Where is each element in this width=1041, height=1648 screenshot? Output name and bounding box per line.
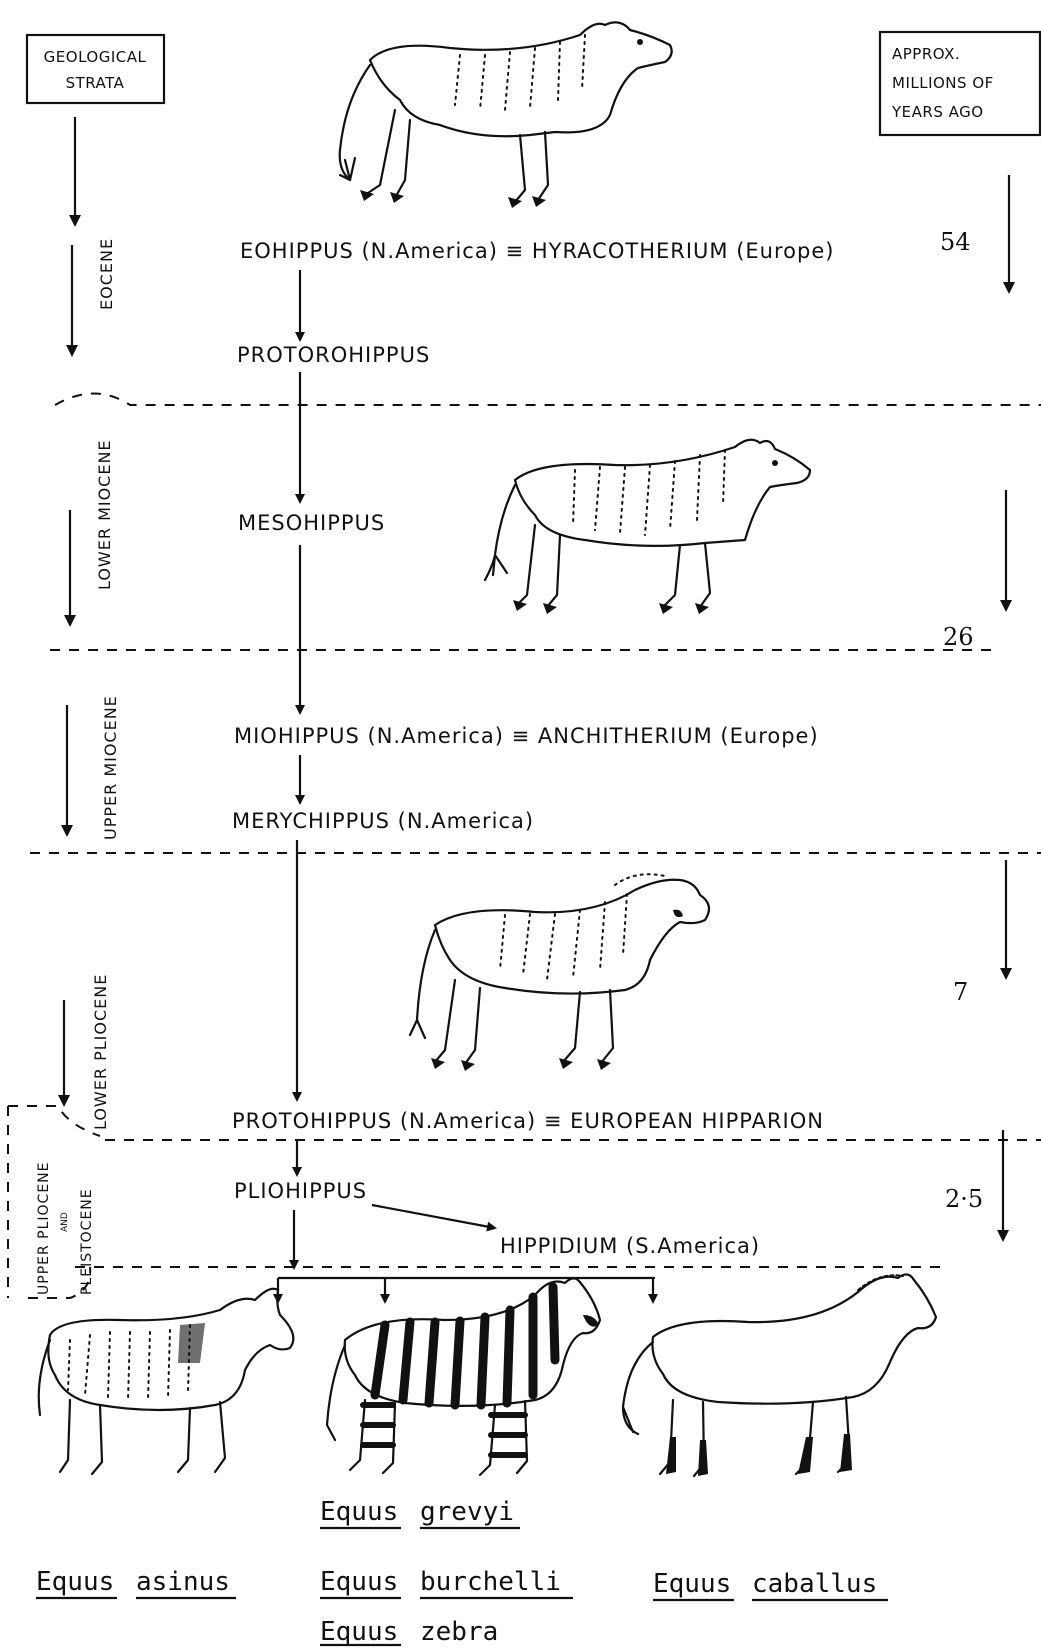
age-2-5: 2·5 <box>945 1185 983 1213</box>
zebra-genus: Equus <box>320 1617 398 1647</box>
age-7: 7 <box>953 978 968 1006</box>
species-labels: Equus asinus Equus grevyi Equus burchell… <box>36 1497 888 1647</box>
species-equus-grevyi: Equus grevyi <box>320 1497 520 1528</box>
species-equus-asinus: Equus asinus <box>36 1567 236 1598</box>
strata-title-line1: GEOLOGICAL <box>44 48 147 66</box>
taxon-protohippus: PROTOHIPPUS (N.America) ≡ EUROPEAN HIPPA… <box>232 1109 824 1133</box>
strata-boundaries <box>8 394 1041 1299</box>
zebra-species: zebra <box>420 1617 498 1647</box>
strata-title-line2: STRATA <box>66 74 125 92</box>
burchelli-genus: Equus <box>320 1567 398 1597</box>
species-equus-caballus: Equus caballus <box>653 1569 888 1600</box>
boundary-eocene-miocene <box>55 394 1041 406</box>
caballus-species: caballus <box>752 1569 877 1599</box>
strata-column: EOCENE LOWER MIOCENE UPPER MIOCENE LOWER… <box>36 117 120 1295</box>
zebra-drawing-icon <box>327 1278 600 1475</box>
years-title-line1: APPROX. <box>892 45 960 63</box>
asinus-genus: Equus <box>36 1567 114 1597</box>
taxon-protorohippus: PROTOROHIPPUS <box>237 343 430 367</box>
grevyi-genus: Equus <box>320 1497 398 1527</box>
label-upper-miocene: UPPER MIOCENE <box>101 695 120 840</box>
strata-header-box: GEOLOGICAL STRATA <box>27 35 164 103</box>
years-header-box: APPROX. MILLIONS OF YEARS AGO <box>880 32 1040 135</box>
taxon-miohippus: MIOHIPPUS (N.America) ≡ ANCHITHERIUM (Eu… <box>234 724 819 748</box>
label-upper-pliocene-line1: UPPER PLIOCENE <box>36 1162 52 1296</box>
years-title-line2: MILLIONS OF <box>892 74 994 92</box>
boundary-upper-pliocene-top <box>8 1106 100 1136</box>
taxon-pliohippus: PLIOHIPPUS <box>234 1179 367 1203</box>
taxon-merychippus: MERYCHIPPUS (N.America) <box>232 809 534 833</box>
horse-drawing-icon <box>623 1274 936 1476</box>
taxa-labels: EOHIPPUS (N.America) ≡ HYRACOTHERIUM (Eu… <box>232 239 834 1258</box>
age-54: 54 <box>940 228 971 256</box>
taxon-eohippus: EOHIPPUS (N.America) ≡ HYRACOTHERIUM (Eu… <box>240 239 834 263</box>
label-upper-pliocene-and: AND <box>60 1212 70 1232</box>
species-equus-burchelli: Equus burchelli <box>320 1567 573 1598</box>
asinus-species: asinus <box>136 1567 230 1597</box>
merychippus-drawing-icon <box>410 874 709 1071</box>
label-lower-pliocene: LOWER PLIOCENE <box>91 974 110 1130</box>
label-lower-miocene: LOWER MIOCENE <box>95 439 114 590</box>
species-equus-zebra: Equus zebra <box>320 1617 498 1647</box>
years-title-line3: YEARS AGO <box>891 103 984 121</box>
label-upper-pliocene-line2: PLEISTOCENE <box>79 1188 95 1295</box>
eohippus-drawing-icon <box>340 22 672 208</box>
caballus-genus: Equus <box>653 1569 731 1599</box>
age-column: 54 26 7 2·5 <box>940 175 1009 1240</box>
mesohippus-drawing-icon <box>485 440 810 614</box>
taxon-hippidium: HIPPIDIUM (S.America) <box>500 1234 760 1258</box>
grevyi-species: grevyi <box>420 1497 514 1527</box>
lineage-arrows <box>278 270 655 1302</box>
age-26: 26 <box>943 623 974 651</box>
taxon-mesohippus: MESOHIPPUS <box>238 511 385 535</box>
label-eocene: EOCENE <box>97 238 116 310</box>
burchelli-species: burchelli <box>420 1567 561 1597</box>
donkey-drawing-icon <box>39 1289 294 1474</box>
